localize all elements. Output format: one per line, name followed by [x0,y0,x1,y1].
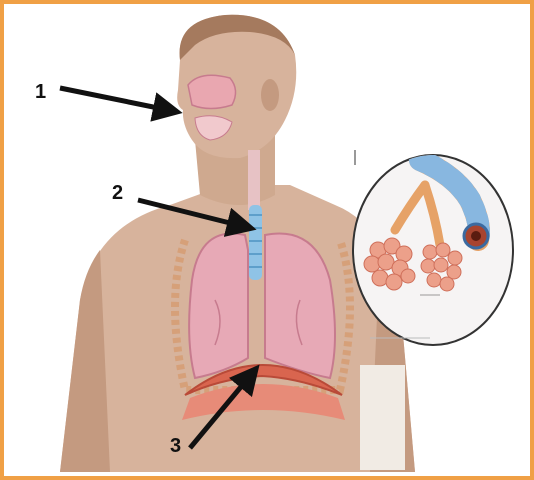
alveoli-inset [353,150,513,345]
label-1: 1 [35,81,46,103]
label-3: 3 [170,435,181,457]
arrow-1 [60,88,168,110]
background-panel [360,365,405,470]
label-2: 2 [112,182,123,204]
trachea [248,150,262,280]
